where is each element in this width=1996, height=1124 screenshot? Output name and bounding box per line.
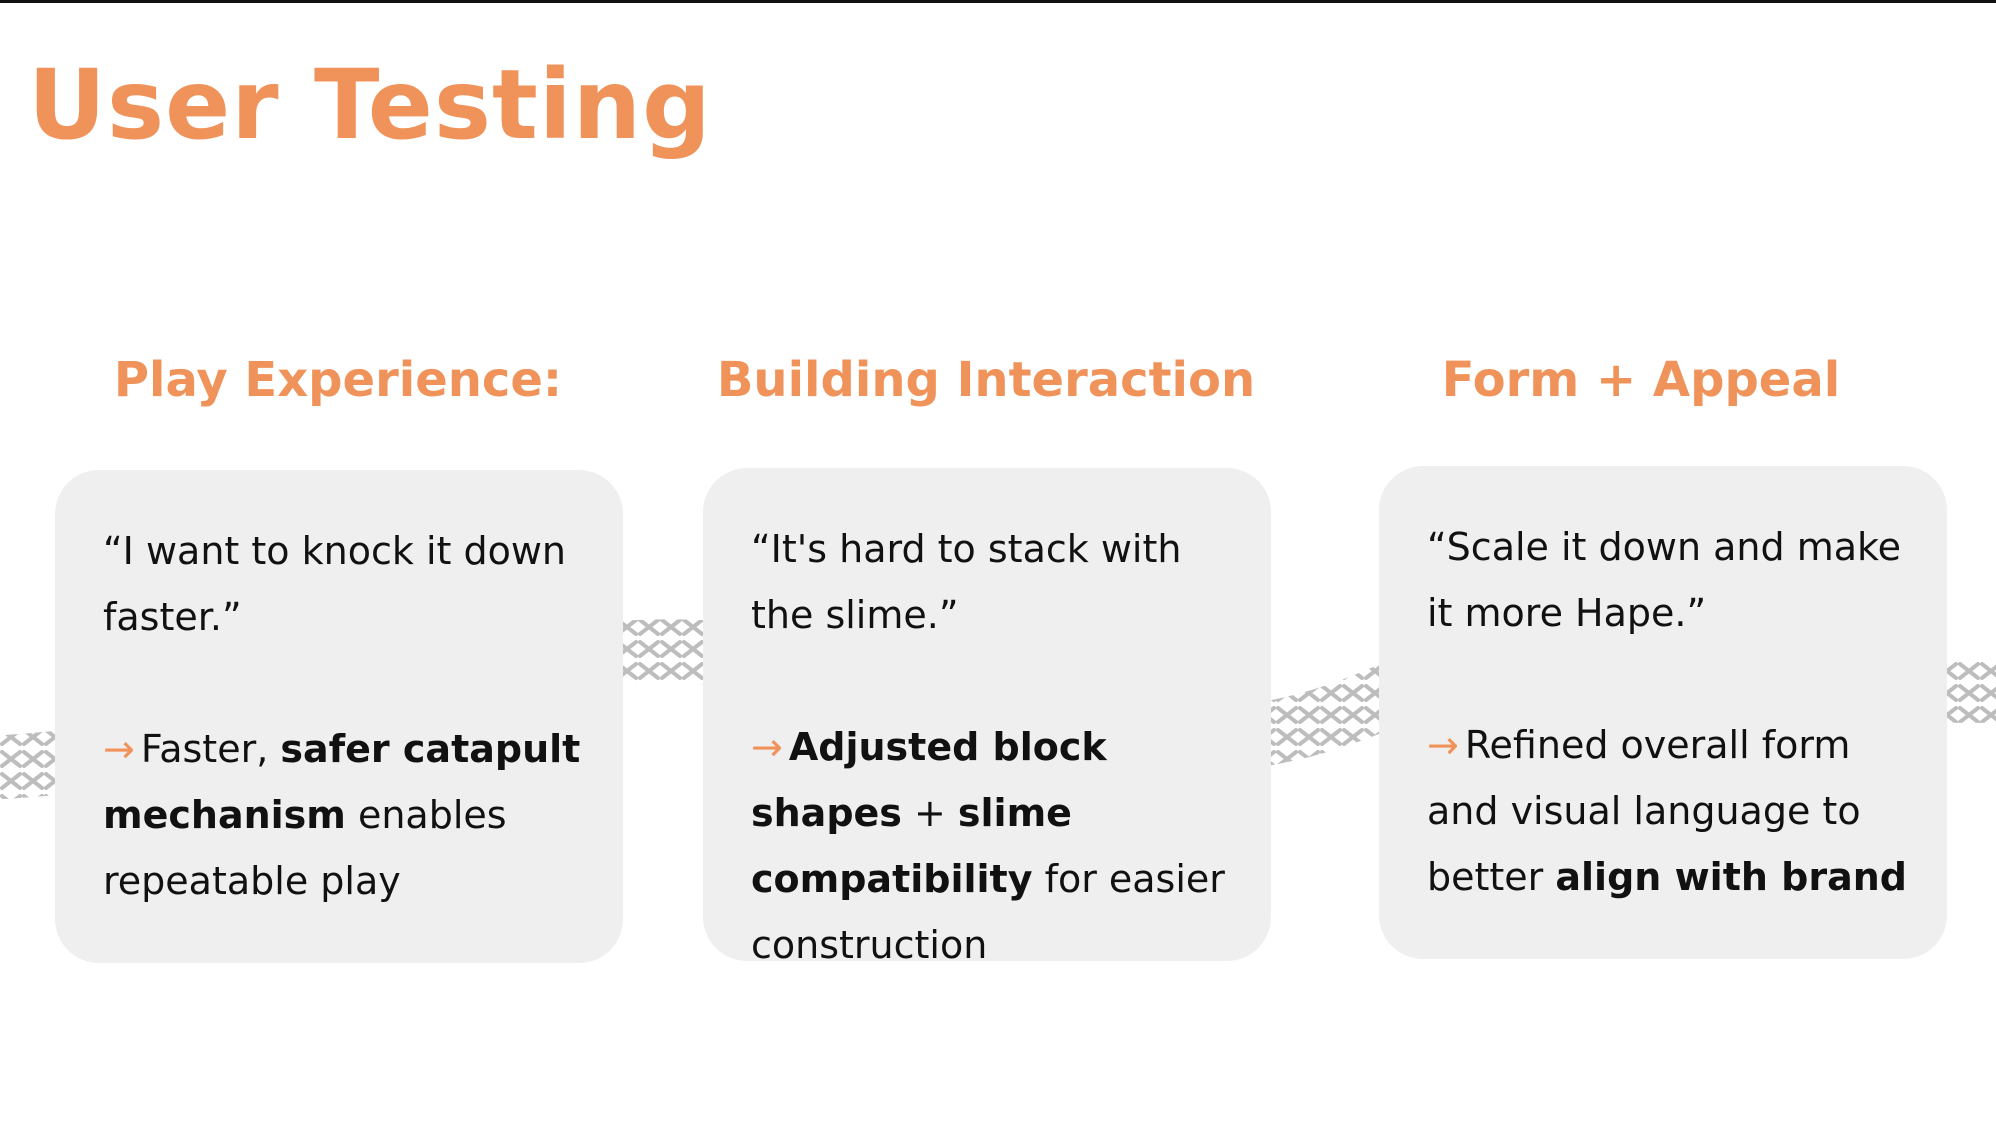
result-emphasis: align with brand: [1555, 855, 1907, 899]
result-emphasis: slime compatibility: [751, 791, 1072, 901]
arrow-right-icon: →: [103, 727, 135, 771]
heading-form-appeal: Form + Appeal: [1441, 352, 1841, 408]
card-play-experience: “I want to knock it down faster.” →Faste…: [55, 470, 623, 963]
arrow-right-icon: →: [1427, 723, 1459, 767]
arrow-right-icon: →: [751, 725, 783, 769]
card-result: →Faster, safer catapult mechanism enable…: [103, 716, 593, 914]
result-text: Faster,: [140, 727, 281, 771]
result-text: enables repeatable play: [103, 793, 507, 903]
heading-building-interaction: Building Interaction: [716, 352, 1256, 408]
page-title: User Testing: [28, 49, 712, 161]
result-emphasis: Adjusted block shapes: [751, 725, 1107, 835]
card-result: →Refined overall form and visual languag…: [1427, 712, 1917, 910]
card-quote: “It's hard to stack with the slime.”: [751, 527, 1182, 637]
result-text: +: [901, 791, 958, 835]
result-emphasis: safer catapult mechanism: [103, 727, 581, 837]
card-result: →Adjusted block shapes + slime compatibi…: [751, 714, 1241, 978]
top-rule: [0, 0, 1996, 3]
card-quote: “I want to knock it down faster.”: [103, 529, 567, 639]
heading-play-experience: Play Experience:: [113, 352, 563, 408]
result-text: for easier construction: [751, 857, 1225, 967]
card-quote: “Scale it down and make it more Hape.”: [1427, 525, 1902, 635]
card-building-interaction: “It's hard to stack with the slime.” →Ad…: [703, 468, 1271, 967]
card-form-appeal: “Scale it down and make it more Hape.” →…: [1379, 466, 1947, 959]
result-text: Refined overall form and visual language…: [1427, 723, 1861, 899]
